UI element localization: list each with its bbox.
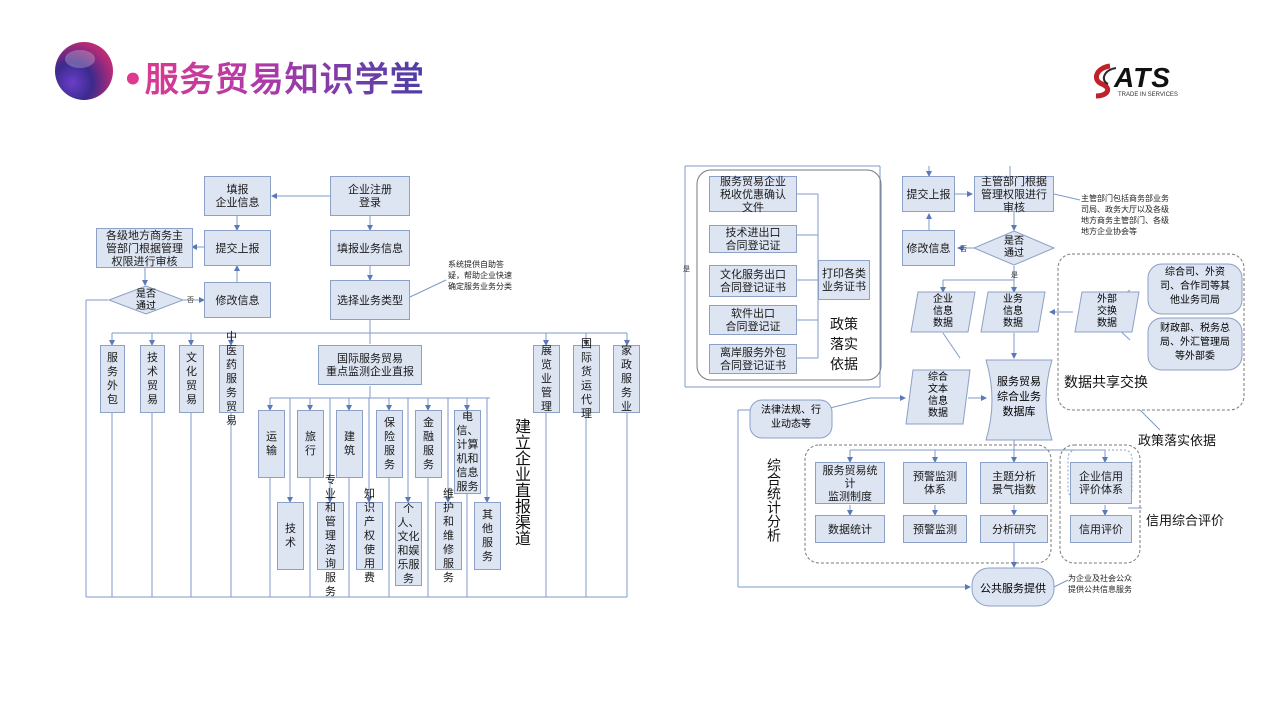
certificate-box: 离岸服务外包 合同登记证书 bbox=[709, 344, 797, 374]
print-certificates: 打印各类 业务证书 bbox=[818, 260, 870, 300]
service-item-upper: 运输 bbox=[258, 410, 285, 478]
category-box: 文化 贸易 bbox=[179, 345, 204, 413]
modify-info-left: 修改信息 bbox=[204, 282, 271, 318]
service-item-lower: 知识 产权 使用 费 bbox=[356, 487, 383, 584]
service-item-lower: 个 人、 文化 和娱 乐服 务 bbox=[395, 502, 422, 586]
ministries-2: 财政部、税务总 局、外汇管理局 等外部委 bbox=[1160, 323, 1230, 362]
direct-report-box: 国际服务贸易 重点监测企业直报 bbox=[318, 345, 422, 385]
external-data: 外部 交换 数据 bbox=[1097, 294, 1117, 329]
credit-evaluation-label: 信用综合评价 bbox=[1146, 514, 1225, 529]
ministries-1: 综合司、外资 司、合作司等其 他业务司局 bbox=[1160, 267, 1230, 306]
policy-basis-vertical: 政策 落实 依据 bbox=[830, 317, 858, 373]
logo-subtitle: TRADE IN SERVICES bbox=[1118, 92, 1178, 98]
modify-info-right: 修改信息 bbox=[902, 230, 955, 266]
credit-evaluation: 信用评价 bbox=[1070, 515, 1132, 543]
service-item-lower: 维护 和维 修服 务 bbox=[435, 487, 462, 584]
approved-label-right: 是否 通过 bbox=[1004, 236, 1024, 259]
dept-note: 主管部门包括商务部业务 司局、政务大厅以及各级 地方商务主管部门、各级 地方企业… bbox=[1081, 194, 1169, 236]
business-data: 业务 信息 数据 bbox=[1003, 294, 1023, 329]
submit-report-left: 提交上报 bbox=[204, 230, 271, 266]
approval-diamond-left bbox=[107, 285, 185, 315]
certificate-box: 技术进出口 合同登记证 bbox=[709, 225, 797, 253]
no-label-right: 否 bbox=[960, 245, 967, 253]
service-item-upper: 保险 服务 bbox=[376, 410, 403, 478]
stats-monitoring-system: 服务贸易统计 监测制度 bbox=[815, 462, 885, 504]
dept-review: 主管部门根据 管理权限进行 审核 bbox=[974, 175, 1054, 214]
self-help-note: 系统提供自助答 疑，帮助企业快速 确定服务业务分类 bbox=[448, 260, 512, 291]
category-box: 技术 贸易 bbox=[140, 345, 165, 413]
analysis-research: 分析研究 bbox=[980, 515, 1048, 543]
service-item-lower: 其他 服务 bbox=[474, 502, 501, 570]
category-box-right: 国际 货运 代理 bbox=[573, 337, 600, 420]
service-item-upper: 建筑 bbox=[336, 410, 363, 478]
business-database: 服务贸易 综合业务 数据库 bbox=[997, 375, 1041, 418]
certificate-box: 软件出口 合同登记证 bbox=[709, 305, 797, 335]
yes-label-left: 是 bbox=[683, 265, 690, 273]
public-service-note: 为企业及社会公众 提供公共信息服务 bbox=[1068, 574, 1132, 594]
direct-report-vertical-label: 建立企业直报渠道 bbox=[512, 418, 531, 546]
public-service: 公共服务提供 bbox=[980, 582, 1046, 595]
data-sharing-label: 数据共享交换 bbox=[1064, 375, 1148, 391]
service-item-lower: 技术 bbox=[277, 502, 304, 570]
ats-logo: ATS TRADE IN SERVICES bbox=[1088, 58, 1198, 102]
ats-swirl-icon bbox=[1093, 63, 1117, 99]
certificate-box: 服务贸易企业 税收优惠确认 文件 bbox=[709, 175, 797, 214]
yes-label-right: 是 bbox=[1011, 271, 1018, 279]
enterprise-data: 企业 信息 数据 bbox=[933, 294, 953, 329]
logo-text: ATS bbox=[1114, 62, 1171, 93]
policy-basis-label: 政策落实依据 bbox=[1138, 434, 1217, 449]
category-box: 服务 外包 bbox=[100, 345, 125, 413]
service-item-upper: 金融 服务 bbox=[415, 410, 442, 478]
category-box: 中医 药服 务贸 易 bbox=[219, 330, 244, 427]
analysis-vertical-label: 综合统计分析 bbox=[765, 458, 781, 542]
select-business-type: 选择业务类型 bbox=[330, 280, 410, 320]
fill-enterprise-info: 填报 企业信息 bbox=[204, 176, 271, 216]
submit-report-right: 提交上报 bbox=[902, 176, 955, 212]
warning-monitoring: 预警监测 bbox=[903, 515, 967, 543]
approval-diamond-right bbox=[972, 230, 1056, 266]
fill-business-info: 填报业务信息 bbox=[330, 230, 410, 266]
page-title: •服务贸易知识学堂 bbox=[122, 52, 425, 101]
laws-box: 法律法规、行 业动态等 bbox=[761, 405, 821, 430]
certificate-box: 文化服务出口 合同登记证书 bbox=[709, 265, 797, 297]
topic-analysis: 主题分析 景气指数 bbox=[980, 462, 1048, 504]
credit-system: 企业信用 评价体系 bbox=[1070, 462, 1132, 504]
local-dept-review: 各级地方商务主 管部门根据管理 权限进行审核 bbox=[96, 228, 193, 268]
service-item-upper: 旅行 bbox=[297, 410, 324, 478]
data-statistics: 数据统计 bbox=[815, 515, 885, 543]
approved-label-left: 是否 通过 bbox=[136, 289, 156, 312]
service-item-lower: 专业 和管 理咨 询服 务 bbox=[317, 473, 344, 598]
warning-system: 预警监测 体系 bbox=[903, 462, 967, 504]
section-ball-icon bbox=[55, 42, 113, 100]
text-data: 综合 文本 信息 数据 bbox=[928, 372, 948, 419]
category-box-right: 展览 业管 理 bbox=[533, 344, 560, 413]
enterprise-registration: 企业注册 登录 bbox=[330, 176, 410, 216]
service-item-upper: 电 信、 计算 机和 信息 服务 bbox=[454, 410, 481, 494]
category-box-right: 家政 服务 业 bbox=[613, 344, 640, 413]
no-label-left: 否 bbox=[187, 296, 194, 304]
